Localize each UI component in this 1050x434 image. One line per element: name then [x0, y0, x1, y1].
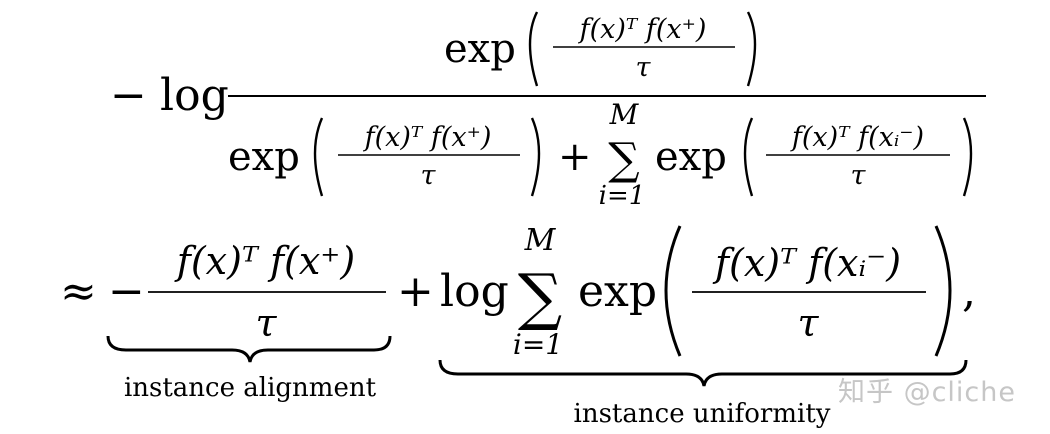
denominator-right-paren: [530, 117, 541, 197]
uniformity-label: instance uniformity: [574, 399, 831, 429]
watermark: 知乎 @cliche: [838, 377, 1016, 408]
sum-frac-den: τ: [851, 160, 867, 191]
line2-log: log: [440, 266, 509, 317]
sum-frac-num: f(x)ᵀ f(xᵢ⁻): [790, 122, 924, 153]
line2-right-paren: [934, 225, 952, 357]
denominator-frac-den: τ: [421, 160, 437, 191]
line2-left-paren: [664, 225, 682, 357]
numerator-left-paren: [528, 11, 539, 87]
line2-sum-upper: M: [524, 223, 557, 258]
approx-symbol: ≈: [60, 266, 97, 317]
numerator-right-paren: [746, 11, 757, 87]
uniformity-frac-num: f(x)ᵀ f(xᵢ⁻): [712, 241, 901, 285]
sum-right-paren: [962, 117, 973, 197]
denominator-sum-exp: exp: [655, 134, 727, 180]
line2-sum-symbol: ∑: [518, 260, 562, 333]
line2-sum-lower: i=1: [513, 328, 563, 361]
denominator-plus: +: [558, 134, 592, 180]
line2-plus: +: [397, 266, 434, 317]
denominator-left-paren: [313, 117, 324, 197]
numerator-frac-den: τ: [636, 52, 652, 83]
sum-left-paren: [743, 117, 754, 197]
denominator-frac-num: f(x)ᵀ f(x⁺): [363, 122, 492, 153]
line2-comma: ,: [962, 266, 976, 317]
sum-upper-limit: M: [609, 98, 640, 131]
line2-minus: −: [108, 266, 145, 317]
alignment-label: instance alignment: [124, 373, 377, 403]
numerator-frac-num: f(x)ᵀ f(x⁺): [578, 14, 707, 45]
denominator-exp: exp: [228, 134, 300, 180]
leading-minus: −: [110, 70, 147, 121]
log-operator: log: [160, 70, 229, 121]
numerator-exp: exp: [444, 26, 516, 72]
uniformity-underbrace: [438, 359, 968, 387]
sum-symbol: ∑: [608, 134, 639, 185]
uniformity-frac-den: τ: [797, 301, 819, 345]
alignment-underbrace: [106, 335, 392, 363]
sum-lower-limit: i=1: [599, 181, 646, 211]
line2-exp: exp: [578, 266, 657, 317]
alignment-frac-num: f(x)ᵀ f(x⁺): [174, 239, 355, 283]
alignment-frac-den: τ: [255, 301, 277, 345]
